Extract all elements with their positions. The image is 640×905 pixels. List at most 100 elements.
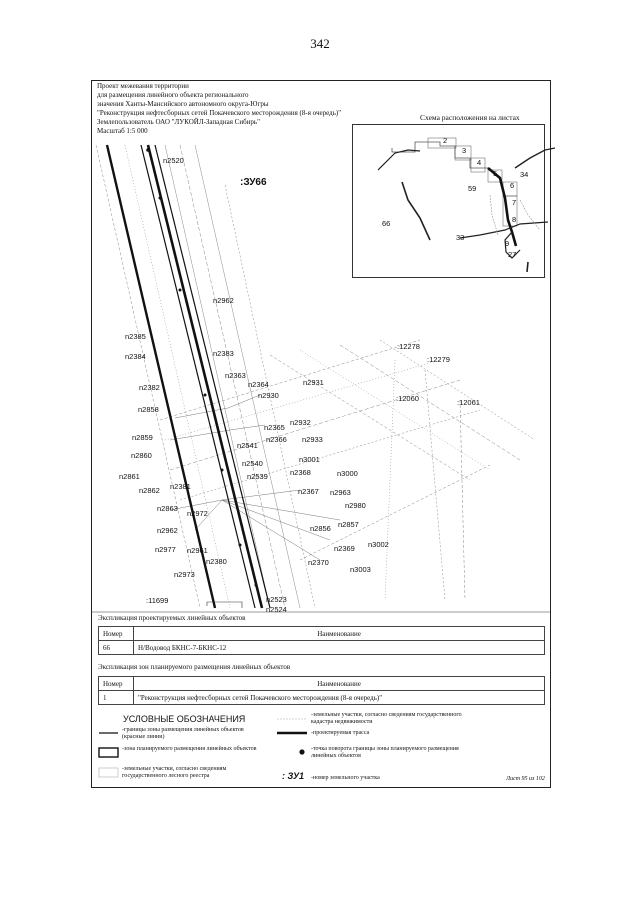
point-label: n2857 [338, 520, 359, 529]
zone-boundary-line [154, 144, 271, 609]
point-label: n2961 [187, 546, 208, 555]
table-cell: Н/Водовод БКНС-7-БКНС-12 [133, 640, 545, 655]
table-row: 1 "Реконструкция нефтесборных сетей Пока… [98, 690, 545, 705]
table-cell: 1 [98, 690, 134, 705]
scheme-sheet [427, 137, 457, 149]
scheme-number: 66 [382, 219, 390, 228]
drawing-frame [91, 80, 551, 788]
legend-symbols [98, 718, 307, 778]
projected-objects-table: Номер Наименование 66 Н/Водовод БКНС-7-Б… [98, 626, 545, 655]
table-cell: 66 [98, 640, 134, 655]
scheme-number: 9 [505, 239, 509, 248]
point-label: n2863 [157, 504, 178, 513]
zone-boundaries [105, 144, 271, 609]
table-row: Номер Наименование [98, 676, 545, 691]
scheme-number: 5 [493, 169, 497, 178]
legend-item: -границы зоны размещения линейных объект… [122, 727, 244, 740]
legend-forest-symbol [98, 767, 119, 778]
point-label: n2860 [131, 451, 152, 460]
table-header: Номер [98, 626, 134, 641]
point-label: n2382 [139, 383, 160, 392]
point-label: n2520 [163, 156, 184, 165]
point-label: n2383 [213, 349, 234, 358]
parcel-labels: :12278 :12279 :12060 :12061 :11699 [146, 342, 480, 605]
point-label: n2963 [330, 488, 351, 497]
land-plot-number: :ЗУ66 [240, 177, 267, 188]
scheme-sheet [487, 169, 503, 183]
point-label: n2384 [125, 352, 146, 361]
title-line: Проект межевания территории [97, 82, 189, 90]
point-label: n3001 [299, 455, 320, 464]
parcel-label: :12279 [427, 355, 450, 364]
scheme-sheet [470, 157, 486, 173]
scheme-number: 2 [443, 136, 447, 145]
point-label: n2862 [139, 486, 160, 495]
scheme-number: 34 [520, 170, 528, 179]
point-label: n2365 [264, 423, 285, 432]
point-label: n2933 [302, 435, 323, 444]
table-header: Номер [98, 676, 134, 691]
point-label: n2931 [303, 378, 324, 387]
title-line: Масштаб 1:5 000 [97, 127, 148, 135]
page-number: 342 [310, 36, 330, 51]
scheme-number: 59 [468, 184, 476, 193]
point-label: n2861 [119, 472, 140, 481]
point-label: n2856 [310, 524, 331, 533]
point-label: n2368 [290, 468, 311, 477]
point-label: n2980 [345, 501, 366, 510]
scheme-number: 27 [508, 250, 516, 259]
zone-boundary-line [105, 144, 217, 609]
point-label: n2366 [266, 435, 287, 444]
zones-table: Номер Наименование 1 "Реконструкция нефт… [98, 676, 545, 705]
scheme-number: 4 [477, 158, 481, 167]
title-block: Проект межевания территории для размещен… [97, 82, 341, 136]
sheet-label: Лист 95 из 102 [506, 776, 545, 782]
table-row: Номер Наименование [98, 626, 545, 641]
point-label: n2369 [334, 544, 355, 553]
point-label: n3003 [350, 565, 371, 574]
location-scheme [352, 124, 545, 278]
table-header: Наименование [133, 626, 545, 641]
point-label: n2858 [138, 405, 159, 414]
point-label: n2973 [174, 570, 195, 579]
title-line: значения Ханты-Мансийского автономного о… [97, 100, 269, 108]
point-label: n2962 [157, 526, 178, 535]
point-label: n2930 [258, 391, 279, 400]
point-label: n2364 [248, 380, 269, 389]
title-line: Землепользователь ОАО "ЛУКОЙЛ-Западная С… [97, 118, 260, 126]
legend-item: -номер земельного участка [311, 775, 380, 781]
scheme-drawing: 2 3 4 5 6 7 8 9 27 33 34 59 66 [377, 136, 556, 273]
point-label: n2381 [170, 482, 191, 491]
project-route [146, 144, 264, 609]
point-labels: n2520 n2962 n2385 n2384 n2383 n2363 n236… [119, 156, 389, 614]
point-label: n2859 [132, 433, 153, 442]
scheme-sheet [454, 145, 472, 161]
legend-zu-symbol: : ЗУ1 [282, 771, 305, 781]
scheme-number: 3 [462, 146, 466, 155]
scheme-number: 6 [510, 181, 514, 190]
legend-title: УСЛОВНЫЕ ОБОЗНАЧЕНИЯ [123, 714, 246, 724]
title-line: для размещения линейного объекта региона… [97, 91, 249, 99]
point-label: n3000 [337, 469, 358, 478]
point-label: n2539 [247, 472, 268, 481]
scheme-route [487, 167, 518, 247]
scheme-title: Схема расположения на листах [420, 113, 520, 122]
point-label: n2540 [242, 459, 263, 468]
point-label: n2977 [155, 545, 176, 554]
table1-caption: Экспликация проектируемых линейных объек… [98, 614, 246, 622]
point-label: n2367 [298, 487, 319, 496]
parcel-label: :12061 [457, 398, 480, 407]
turn-points [146, 148, 258, 587]
point-label: n2380 [206, 557, 227, 566]
table-cell: "Реконструкция нефтесборных сетей Покаче… [133, 690, 545, 705]
scheme-number: 8 [512, 215, 516, 224]
point-label: n2363 [225, 371, 246, 380]
point-label: n2932 [290, 418, 311, 427]
table2-caption: Экспликация зон планируемого размещения … [98, 663, 291, 671]
scheme-number: 33 [456, 233, 464, 242]
parcel-label: :12060 [396, 394, 419, 403]
point-label: n3002 [368, 540, 389, 549]
point-label: n2523 [266, 595, 287, 604]
legend-item: -зона планируемого размещения линейных о… [122, 746, 257, 752]
legend-item: -точка поворота границы зоны планируемог… [311, 746, 459, 759]
